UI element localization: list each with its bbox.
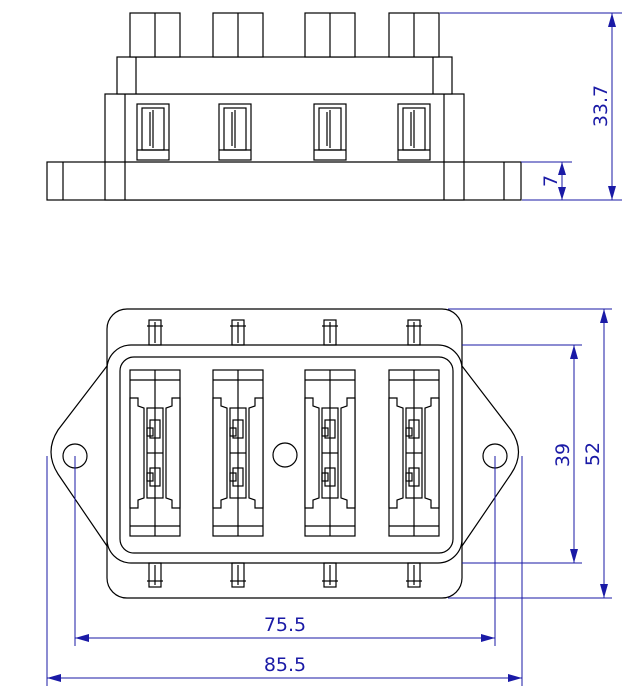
dimension-33-7: 33.7 [440, 12, 622, 201]
dimension-75-5: 75.5 [74, 456, 496, 646]
dimension-52: 52 [448, 308, 612, 599]
side-slots [136, 103, 431, 161]
top-middle-frame [106, 344, 463, 564]
dimension-label-39: 39 [552, 443, 574, 467]
fuse-slot [129, 369, 181, 537]
side-fuse-tops [129, 12, 440, 58]
dimension-label-33-7: 33.7 [590, 85, 612, 127]
terminals-top [147, 319, 422, 346]
dimension-85-5: 85.5 [46, 456, 523, 686]
fuse-slot [388, 369, 440, 537]
terminals-bottom [147, 562, 422, 588]
mounting-flange [50, 365, 108, 547]
side-upper-step [116, 56, 453, 95]
dimension-39: 39 [462, 344, 582, 564]
side-main-body [104, 93, 465, 201]
dimension-7: 7 [521, 161, 572, 200]
fuse-slots [129, 369, 440, 537]
center-hole [272, 442, 298, 468]
dimension-label-85-5: 85.5 [264, 654, 306, 676]
dimension-label-75-5: 75.5 [264, 614, 306, 636]
side-view: 33.7 7 [46, 12, 622, 201]
dimension-label-7: 7 [540, 175, 562, 187]
top-inner-cavity [119, 356, 454, 554]
fuse-slot [304, 369, 356, 537]
fuse-slot [212, 369, 264, 537]
top-view: 52 39 75.5 85.5 [46, 308, 612, 686]
dimension-label-52: 52 [582, 442, 604, 466]
